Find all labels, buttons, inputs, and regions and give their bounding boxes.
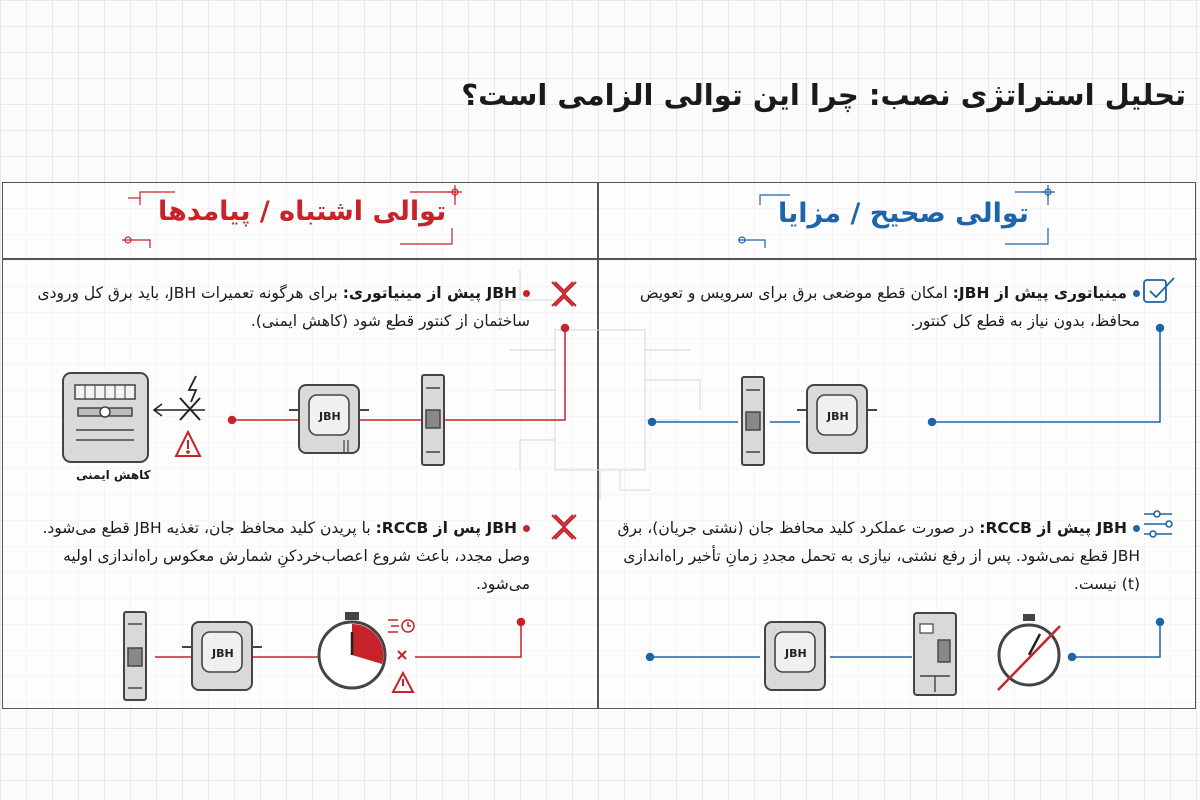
correct-item-2: JBH پیش از RCCB: در صورت عملکرد کلید محا…: [610, 514, 1140, 598]
meter-caption: کاهش ایمنی: [76, 468, 151, 482]
bullet: [1133, 525, 1140, 532]
correct-item-1-title: مینیاتوری پیش از JBH:: [952, 284, 1127, 302]
warning-triangle-icon: [174, 429, 202, 457]
miniature-breaker-icon: [123, 611, 147, 701]
lightning-icon: [187, 375, 198, 403]
jbh-device-icon: [764, 621, 826, 691]
miniature-breaker-icon: [421, 374, 445, 466]
page-title: تحلیل استراتژی نصب: چرا این توالی الزامی…: [461, 78, 1186, 112]
bullet: [523, 525, 530, 532]
correct-item-2-title: JBH پیش از RCCB:: [979, 519, 1127, 537]
wrong-item-2-title: JBH پس از RCCB:: [375, 519, 517, 537]
correct-sequence-heading: توالی صحیح / مزایا: [778, 198, 1029, 229]
jbh-device-icon: [797, 384, 877, 454]
correct-item-1: مینیاتوری پیش از JBH: امکان قطع موضعی بر…: [610, 279, 1140, 335]
wrong-item-1-title: JBH پیش از مینیاتوری:: [342, 284, 517, 302]
jbh-label: JBH: [784, 647, 807, 660]
bullet: [523, 290, 530, 297]
bullet: [1133, 290, 1140, 297]
rccb-icon: [913, 612, 957, 696]
jbh-device-icon: [182, 621, 262, 691]
correct-item-2-body: در صورت عملکرد کلید محافظ جان (نشتی جریا…: [617, 519, 1140, 593]
timer-icon: [388, 619, 415, 633]
wrong-item-1: JBH پیش از مینیاتوری: برای هرگونه تعمیرا…: [20, 279, 530, 335]
jbh-label: JBH: [211, 647, 234, 660]
header-divider: [2, 258, 1197, 260]
warning-triangle-icon: [391, 670, 415, 693]
wrong-sequence-heading: توالی اشتباه / پیامدها: [158, 196, 447, 227]
stopwatch-icon: [317, 612, 387, 690]
jbh-device-icon: [289, 384, 369, 454]
electric-meter-icon: [62, 372, 149, 463]
column-divider: [597, 182, 599, 709]
correct-item-1-body: امکان قطع موضعی برق برای سرویس و تعویض م…: [639, 284, 1140, 330]
jbh-label: JBH: [826, 410, 849, 423]
jbh-label: JBH: [318, 410, 341, 423]
miniature-breaker-icon: [741, 376, 765, 466]
stopwatch-icon: [997, 614, 1061, 691]
wrong-item-2: JBH پس از RCCB: با پریدن کلید محافظ جان،…: [20, 514, 530, 598]
wrong-item-2-body: با پریدن کلید محافظ جان، تغذیه JBH قطع م…: [42, 519, 530, 593]
wrong-item-1-body: برای هرگونه تعمیرات JBH، باید برق کل ورو…: [37, 284, 530, 330]
